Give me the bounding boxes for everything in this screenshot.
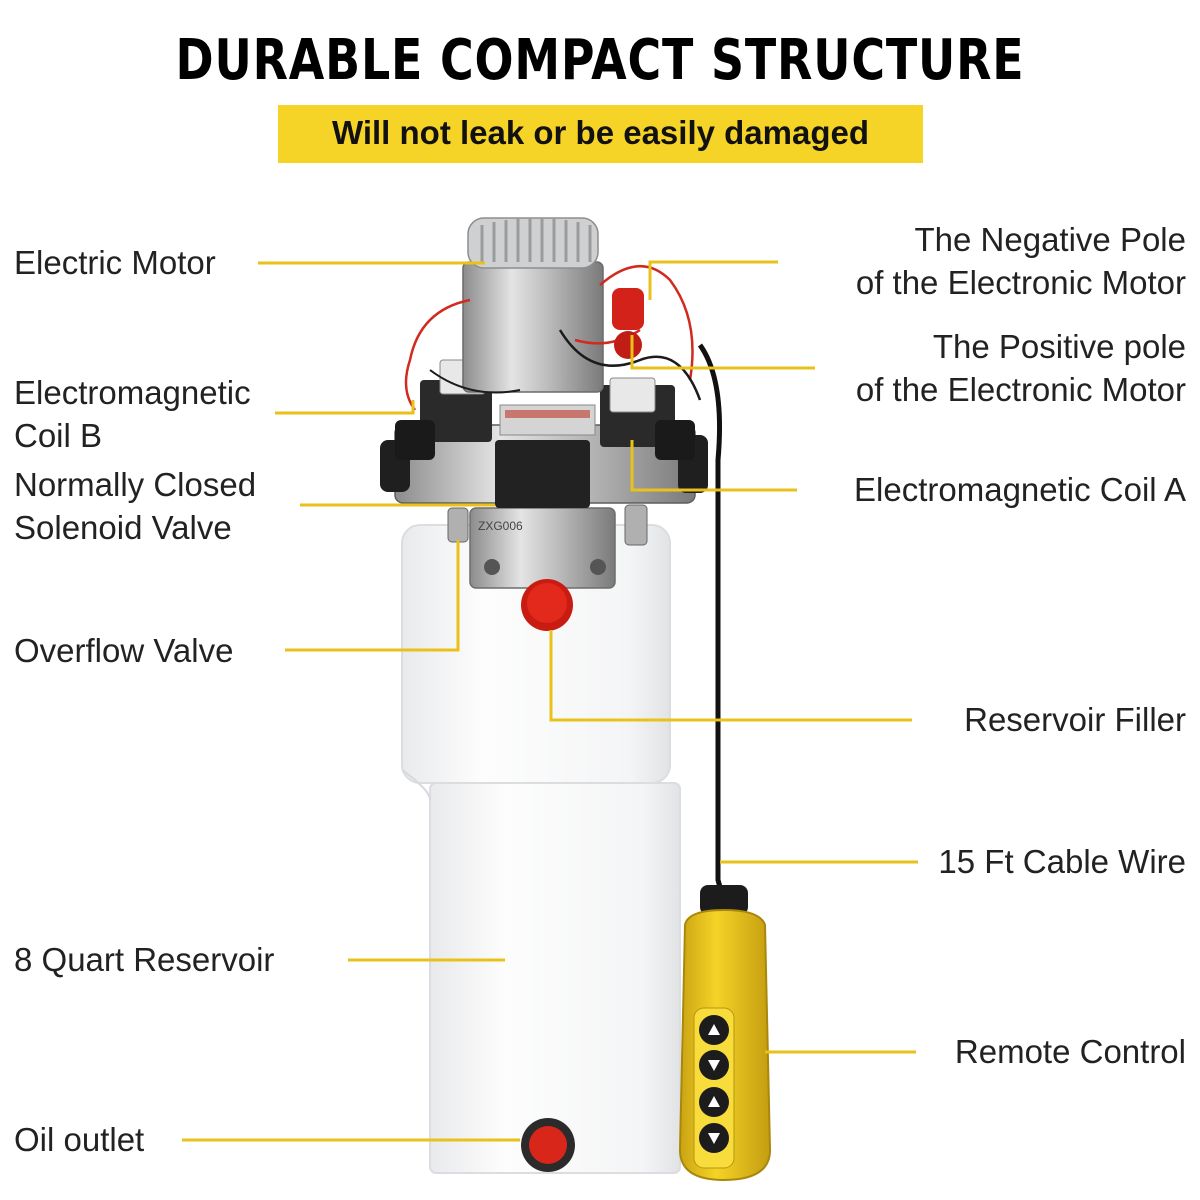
label-negative-pole-line1: The Negative Pole [914,221,1187,258]
label-valve-line2: Solenoid Valve [14,509,232,546]
leader-coil-b [275,400,415,415]
label-coil-a: Electromagnetic Coil A [854,471,1186,508]
remote-button-down2-icon [699,1123,729,1153]
label-reservoir: 8 Quart Reservoir [14,941,275,978]
positive-terminal-icon [612,288,644,359]
electric-motor [462,217,604,393]
label-coil-b-line1: Electromagnetic [14,374,251,411]
leader-positive [630,335,815,370]
leader-lines [182,260,918,1142]
leader-filler [549,630,912,722]
remote-button-up-icon [699,1015,729,1045]
label-cable-wire: 15 Ft Cable Wire [938,843,1186,880]
label-electric-motor: Electric Motor [14,244,216,281]
label-coil-b-line2: Coil B [14,417,103,454]
remote-button-up2-icon [699,1087,729,1117]
label-negative-pole-line2: of the Electronic Motor [855,264,1186,301]
label-oil-outlet: Oil outlet [14,1121,145,1158]
solenoid-valve-body [380,404,708,508]
filler-cap-icon [521,579,573,631]
label-positive-pole-line2: of the Electronic Motor [855,371,1186,408]
label-positive-pole-line1: The Positive pole [932,328,1186,365]
subtitle-banner [278,105,923,163]
label-reservoir-filler: Reservoir Filler [964,701,1186,738]
valve-marking: ZXG006 [478,519,523,533]
label-valve-line1: Normally Closed [14,466,257,503]
coil-a [600,377,695,460]
leader-overflow [285,540,460,652]
page-title: DURABLE COMPACT STRUCTURE [175,28,1025,93]
reservoir-tank [401,524,681,1174]
leader-coil-a [630,440,797,492]
remote-control-pendant [678,885,772,1182]
cable-wire [697,343,730,902]
label-remote-control: Remote Control [954,1033,1186,1070]
label-overflow-valve: Overflow Valve [14,632,234,669]
oil-outlet-cap-icon [521,1118,575,1172]
leader-negative [648,260,778,300]
remote-button-down-icon [699,1050,729,1080]
manifold-block: ZXG006 [447,504,648,589]
subtitle: Will not leak or be easily damaged [331,114,870,151]
